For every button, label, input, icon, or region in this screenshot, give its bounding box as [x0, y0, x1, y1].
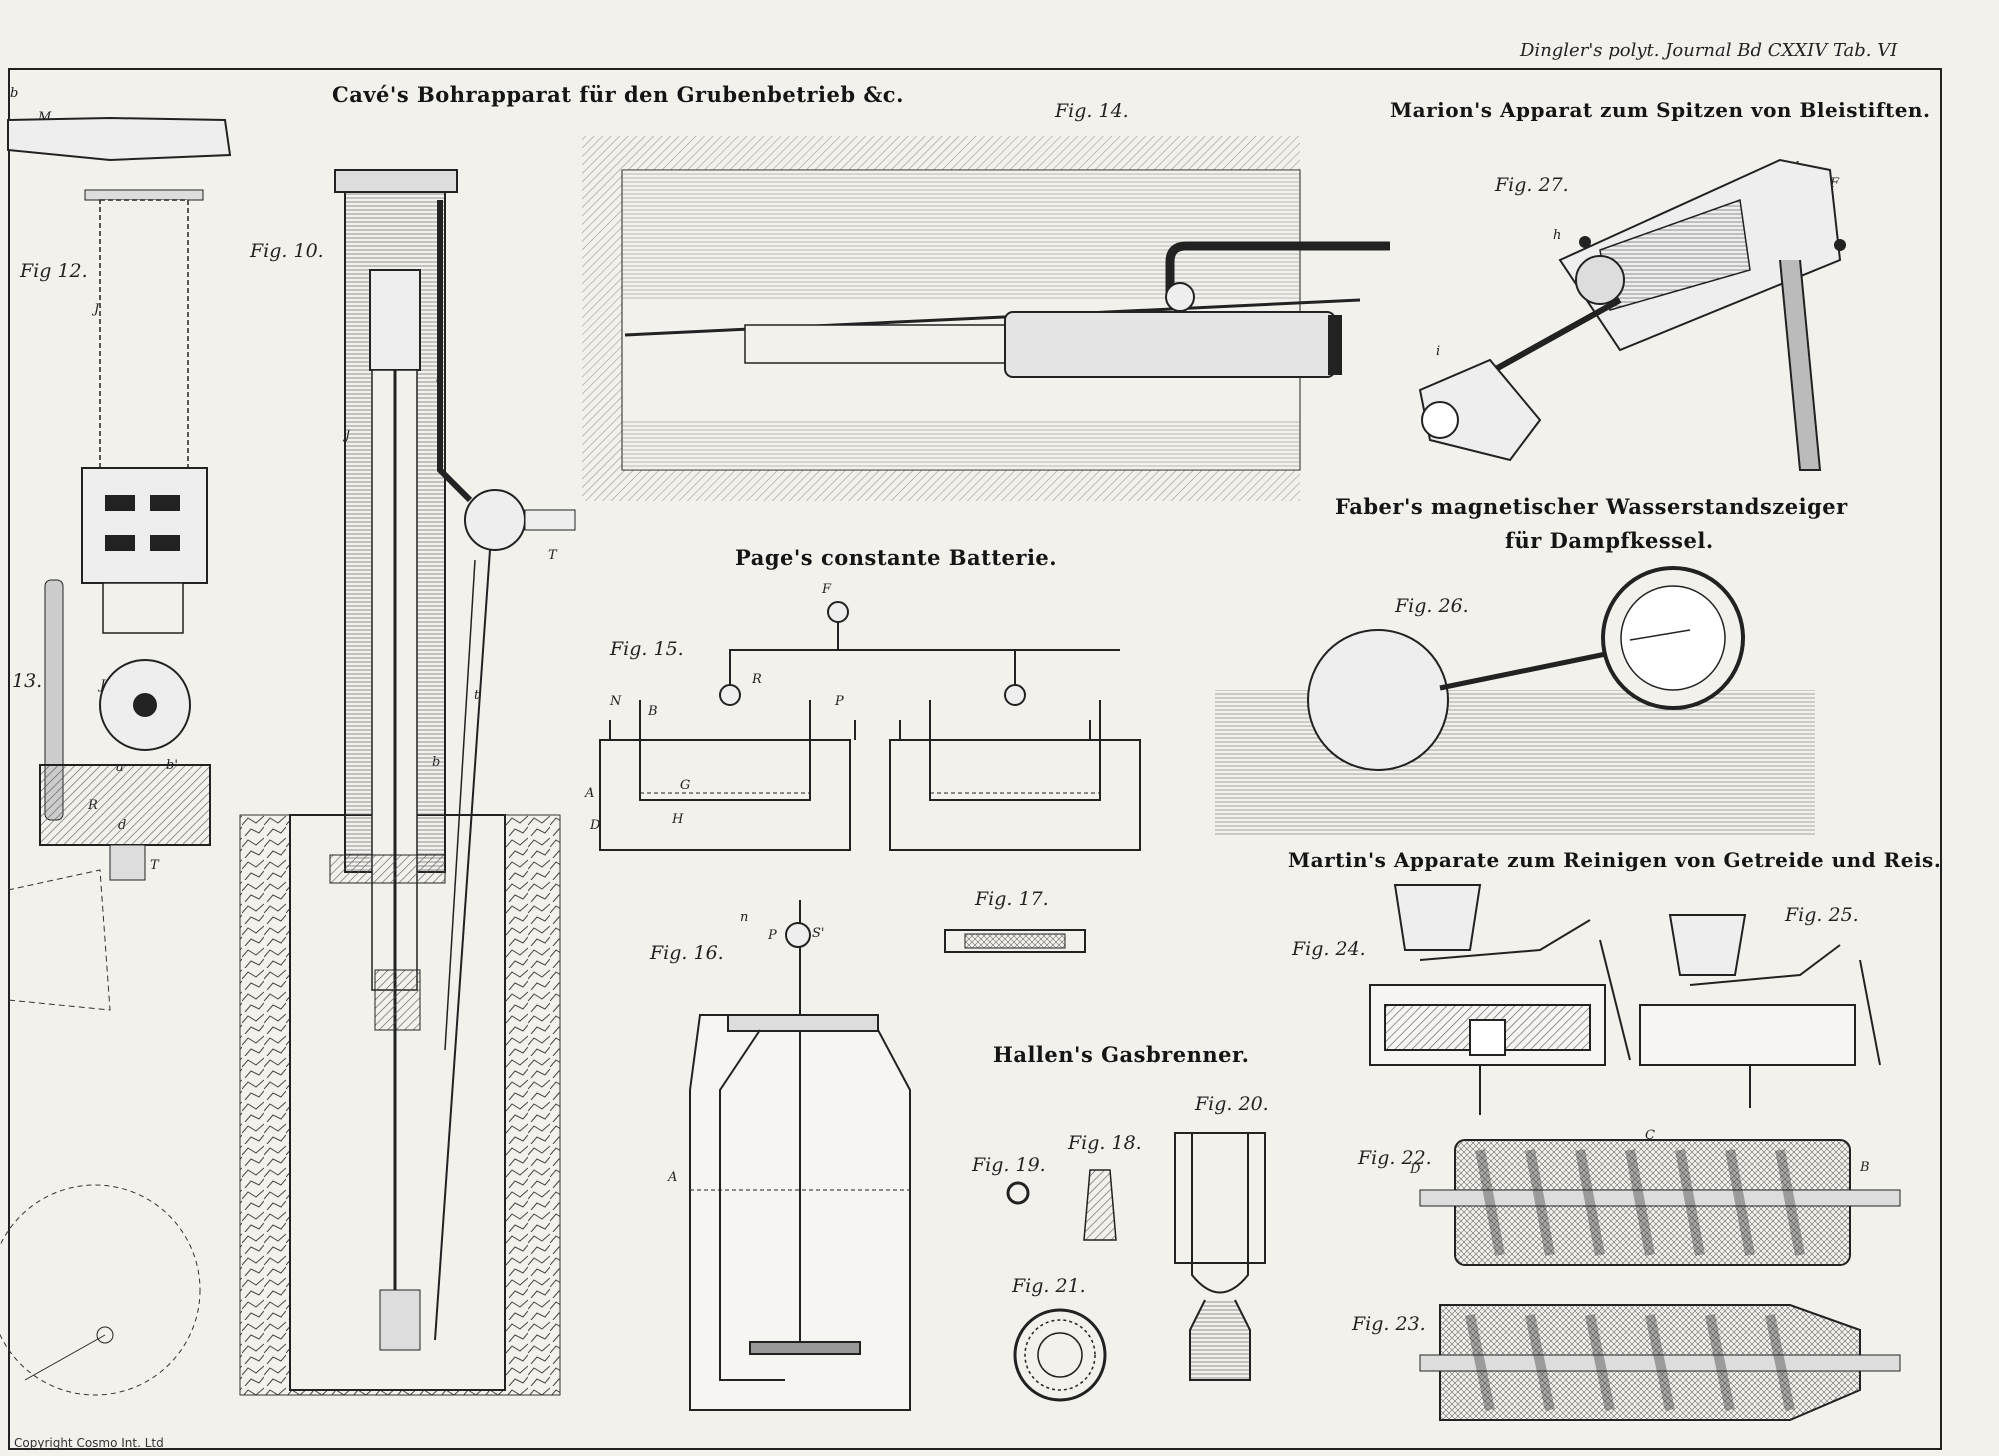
fig27-letter: h — [1553, 228, 1562, 243]
fig12-letter: b — [10, 86, 19, 101]
fig16-letter: P — [768, 928, 777, 943]
fig27-letter: i — [1436, 344, 1441, 359]
fig-label-19: Fig. 19. — [972, 1154, 1046, 1176]
fig-label-26: Fig. 26. — [1395, 595, 1469, 617]
fig20-burner-section — [1174, 1132, 1266, 1381]
heading-marion: Marion's Apparat zum Spitzen von Bleisti… — [1390, 98, 1931, 122]
fig18-burner-tip — [1083, 1169, 1117, 1241]
fig-label-23: Fig. 23. — [1352, 1313, 1426, 1335]
fig15-constant-battery — [599, 601, 1141, 851]
fig10-borehole-drill — [239, 169, 576, 1396]
fig22-letter: D — [1410, 1162, 1421, 1177]
fig15-letter: G — [680, 778, 691, 793]
fig16-letter: n — [740, 910, 749, 925]
heading-faber-line2: für Dampfkessel. — [1505, 528, 1714, 553]
fig10-letter: T — [548, 548, 557, 563]
fig-label-27: Fig. 27. — [1495, 174, 1569, 196]
fig-label-21: Fig. 21. — [1012, 1275, 1086, 1297]
copyright-notice: Copyright Cosmo Int. Ltd — [14, 1436, 164, 1450]
fig15-letter: B — [648, 704, 658, 719]
fig22-screw-conveyor — [1419, 1139, 1901, 1266]
fig16-letter: S' — [812, 926, 825, 941]
fig25-rice-cleaner — [1639, 914, 1881, 1108]
plate-border — [8, 68, 1942, 1450]
fig15-letter: N — [610, 694, 622, 709]
fig-label-18: Fig. 18. — [1068, 1132, 1142, 1154]
fig21-burner-ring-plan — [1013, 1308, 1107, 1402]
fig22-letter: B — [1860, 1160, 1870, 1175]
fig13-letter: J — [100, 678, 106, 693]
fig15-letter: F — [822, 582, 832, 597]
fig14-tunnel-borer — [582, 136, 1390, 501]
fig27-letter: F — [1830, 176, 1840, 191]
fig27-pencil-sharpener — [1418, 158, 1846, 471]
fig10-letter: t — [474, 688, 480, 703]
fig11-partial-diagram — [0, 869, 201, 1396]
fig-label-24: Fig. 24. — [1292, 938, 1366, 960]
fig-label-15: Fig. 15. — [610, 638, 684, 660]
fig-label-17: Fig. 17. — [975, 888, 1049, 910]
heading-martin: Martin's Apparate zum Reinigen von Getre… — [1288, 848, 1942, 872]
fig19-burner-ring — [1006, 1181, 1030, 1205]
heading-page: Page's constante Batterie. — [735, 545, 1058, 570]
fig-label-14: Fig. 14. — [1055, 100, 1129, 122]
heading-hallen: Hallen's Gasbrenner. — [993, 1042, 1250, 1067]
fig15-letter: R — [752, 672, 762, 687]
fig26-water-level-gauge — [1215, 566, 1815, 835]
fig16-letter: A — [668, 1170, 678, 1185]
journal-header: Dingler's polyt. Journal Bd CXXIV Tab. V… — [1520, 40, 1898, 61]
fig16-bottle-cell — [689, 900, 911, 1411]
heading-faber-line1: Faber's magnetischer Wasserstandszeiger — [1335, 494, 1848, 519]
fig17-burner-coil — [944, 929, 1086, 953]
fig15-letter: A — [585, 786, 595, 801]
fig15-letter: H — [672, 812, 684, 827]
fig-label-13: 13. — [12, 670, 43, 692]
fig24-grain-cleaner — [1369, 884, 1631, 1115]
fig13-letter: T — [150, 858, 159, 873]
fig-label-22: Fig. 22. — [1358, 1147, 1432, 1169]
fig-label-10: Fig. 10. — [250, 240, 324, 262]
fig22-letter: C — [1645, 1128, 1655, 1143]
fig12-drill-tube — [7, 116, 232, 634]
fig-label-20: Fig. 20. — [1195, 1093, 1269, 1115]
fig13-drill-head — [39, 579, 211, 881]
fig-label-25: Fig. 25. — [1785, 904, 1859, 926]
fig12-letter: J — [94, 302, 100, 317]
heading-cave: Cavé's Bohrapparat für den Grubenbetrieb… — [332, 82, 904, 107]
fig-label-16: Fig. 16. — [650, 942, 724, 964]
fig23-screw-conveyor — [1419, 1304, 1901, 1421]
fig15-letter: D — [590, 818, 601, 833]
fig15-letter: P — [835, 694, 844, 709]
fig-label-12: Fig 12. — [20, 260, 88, 282]
